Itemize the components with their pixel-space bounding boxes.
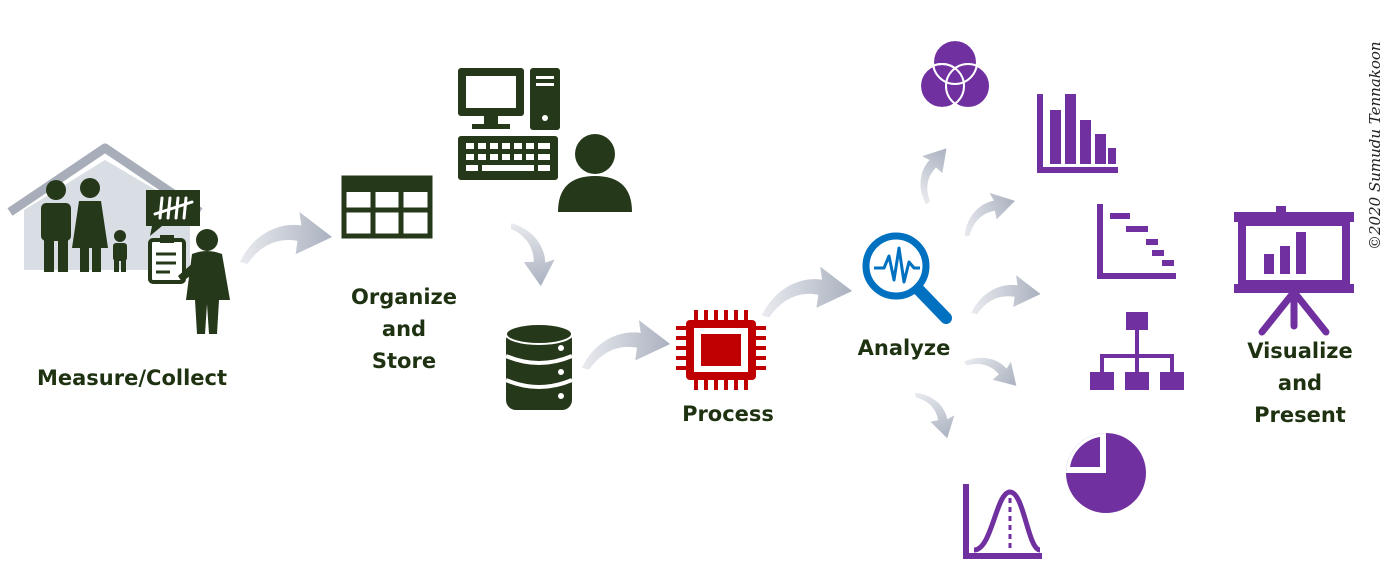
label-organize-line2: and bbox=[381, 317, 427, 341]
flow-arrow bbox=[581, 320, 671, 370]
gantt-chart-icon bbox=[1097, 204, 1176, 279]
search-signal-icon bbox=[862, 232, 952, 324]
label-organize-line3: Store bbox=[371, 349, 437, 373]
flow-arrow bbox=[971, 275, 1041, 315]
label-organize-store: Organize and Store bbox=[336, 281, 472, 377]
table-grid-icon bbox=[341, 175, 433, 239]
hierarchy-icon bbox=[1090, 312, 1184, 390]
flow-arrow bbox=[914, 382, 961, 444]
tally-speech-icon bbox=[146, 190, 200, 236]
flow-arrow bbox=[239, 212, 333, 264]
label-process: Process bbox=[666, 398, 790, 430]
label-process-text: Process bbox=[682, 402, 774, 426]
flow-arrow bbox=[953, 185, 1021, 238]
bell-curve-icon bbox=[963, 484, 1042, 559]
bar-chart-icon bbox=[1037, 94, 1118, 173]
label-visualize-present: Visualize and Present bbox=[1232, 335, 1368, 431]
venn-diagram-icon bbox=[919, 39, 991, 109]
presentation-board-icon bbox=[1234, 206, 1354, 336]
label-visualize-line1: Visualize bbox=[1247, 339, 1353, 363]
flow-arrow bbox=[963, 338, 1027, 399]
cpu-chip-icon bbox=[676, 310, 766, 390]
surveyor-clipboard-icon bbox=[148, 229, 230, 334]
copyright-text: ©2020 Sumudu Tennakoon bbox=[1366, 41, 1384, 250]
label-visualize-line2: and bbox=[1277, 371, 1323, 395]
desktop-computer-icon bbox=[458, 68, 560, 180]
pie-chart-icon bbox=[1066, 433, 1146, 513]
database-icon bbox=[505, 323, 573, 410]
label-visualize-line3: Present bbox=[1254, 403, 1346, 427]
label-analyze-text: Analyze bbox=[857, 336, 951, 360]
flow-arrow bbox=[509, 216, 559, 290]
label-organize-line1: Organize bbox=[350, 285, 458, 309]
label-analyze: Analyze bbox=[842, 332, 966, 364]
label-measure-collect: Measure/Collect bbox=[20, 362, 244, 394]
flow-arrow bbox=[761, 266, 853, 318]
flow-arrow bbox=[900, 139, 961, 206]
user-icon bbox=[558, 134, 632, 212]
label-measure-text: Measure/Collect bbox=[37, 366, 227, 390]
